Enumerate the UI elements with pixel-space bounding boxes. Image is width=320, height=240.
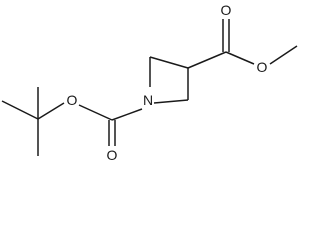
methyl-ester-group	[187, 19, 298, 69]
atom-label-carbamate-carbonyl-oxygen: O	[107, 147, 118, 163]
boc-group	[1, 87, 143, 156]
bond-o-tert-c	[37, 102, 65, 120]
bond-c3-carbonyl-c	[187, 51, 227, 69]
bond-n-carbamate-c	[111, 108, 143, 121]
azetidine-ring	[149, 56, 189, 104]
bond-o-methyl	[269, 45, 298, 65]
bond-c4-n	[153, 99, 189, 104]
structural-formula: N O O O O	[1, 2, 298, 163]
atom-label-carbamate-ether-oxygen: O	[67, 92, 78, 108]
atom-label-nitrogen: N	[143, 92, 153, 108]
atom-label-ester-carbonyl-oxygen: O	[221, 2, 232, 18]
bond-tert-c-methyl-left	[1, 100, 39, 120]
bond-c2-c3	[149, 56, 189, 69]
atom-labels: N O O O O	[67, 2, 268, 163]
bond-ester-c-o-single	[225, 51, 255, 65]
bond-carbamate-c-o-single	[78, 104, 113, 121]
atom-label-ester-ether-oxygen: O	[257, 59, 268, 75]
